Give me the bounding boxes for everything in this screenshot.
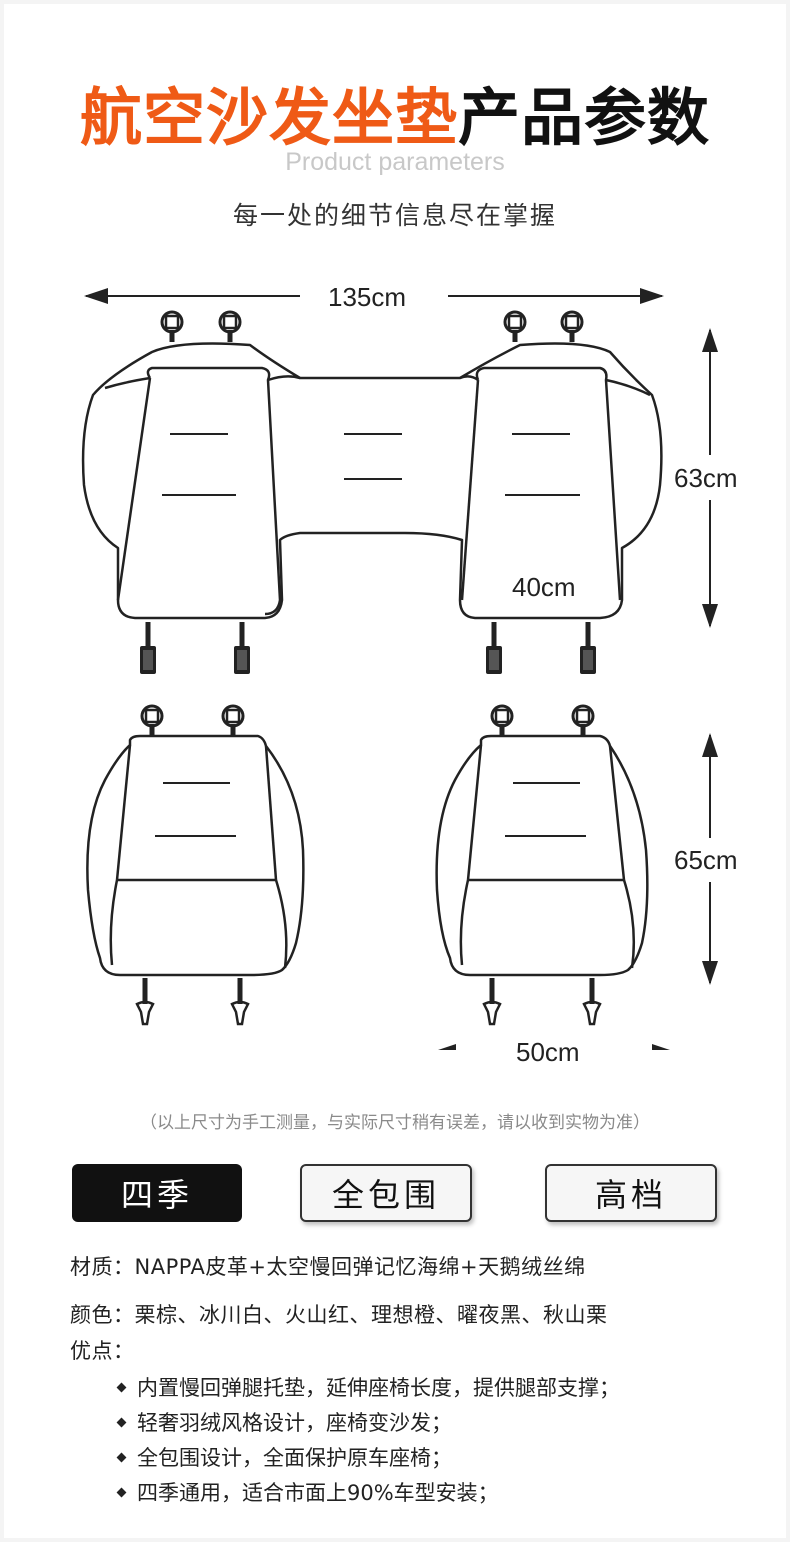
seat-cover-left-outline [86, 734, 305, 977]
seat-height-label: 65cm [674, 845, 738, 875]
seat-cover-right-outline [435, 734, 649, 977]
english-subtitle: Product parameters [285, 148, 505, 176]
badge-four-seasons: 四季 [72, 1164, 242, 1222]
headrest-clips-seat [140, 704, 595, 738]
spec-color: 颜色：栗棕、冰川白、火山红、理想橙、曜夜黑、秋山栗 [70, 1303, 608, 1327]
advantage-item: 全包围设计，全面保护原车座椅； [116, 1442, 452, 1472]
page-background [4, 4, 786, 1538]
headrest-clips-back [160, 310, 584, 344]
advantage-text: 内置慢回弹腿托垫，延伸座椅长度，提供腿部支撑； [137, 1376, 620, 1400]
title-main: 产品参数 [458, 81, 711, 154]
bullet-diamond-icon [116, 1452, 127, 1462]
title-highlight: 航空沙发坐垫 [79, 81, 458, 154]
seat-stitching [155, 782, 586, 837]
advantage-item: 内置慢回弹腿托垫，延伸座椅长度，提供腿部支撑； [116, 1372, 620, 1402]
back-height-label: 63cm [674, 463, 738, 493]
advantage-text: 四季通用，适合市面上90%车型安装； [137, 1481, 499, 1505]
bottom-hooks-seat [135, 976, 602, 1026]
advantage-item: 轻奢羽绒风格设计，座椅变沙发； [116, 1407, 452, 1437]
badge-premium: 高档 [545, 1164, 717, 1222]
advantage-item: 四季通用，适合市面上90%车型安装； [116, 1477, 499, 1507]
width-total-label: 135cm [328, 282, 407, 312]
advantage-text: 全包围设计，全面保护原车座椅； [137, 1446, 452, 1470]
bullet-diamond-icon [116, 1382, 127, 1392]
backrest-cover-outline [81, 342, 663, 620]
spec-material: 材质：NAPPA皮革+太空慢回弹记忆海绵+天鹅绒丝绵 [70, 1255, 586, 1279]
bullet-diamond-icon [116, 1487, 127, 1497]
back-width-label: 40cm [512, 572, 576, 602]
bullet-diamond-icon [116, 1417, 127, 1427]
seat-cover-diagram [81, 288, 718, 1050]
badge-full-wrap: 全包围 [300, 1164, 472, 1222]
spec-advantages-label: 优点： [70, 1339, 135, 1363]
bottom-straps-back [140, 622, 596, 674]
tagline: 每一处的细节信息尽在掌握 [232, 201, 557, 230]
measurement-note: （以上尺寸为手工测量，与实际尺寸稍有误差，请以收到实物为准） [140, 1113, 650, 1133]
advantage-text: 轻奢羽绒风格设计，座椅变沙发； [137, 1411, 452, 1435]
seat-width-label: 50cm [516, 1037, 580, 1067]
backrest-stitching [162, 433, 580, 496]
page-title: 航空沙发坐垫产品参数 [0, 78, 790, 158]
